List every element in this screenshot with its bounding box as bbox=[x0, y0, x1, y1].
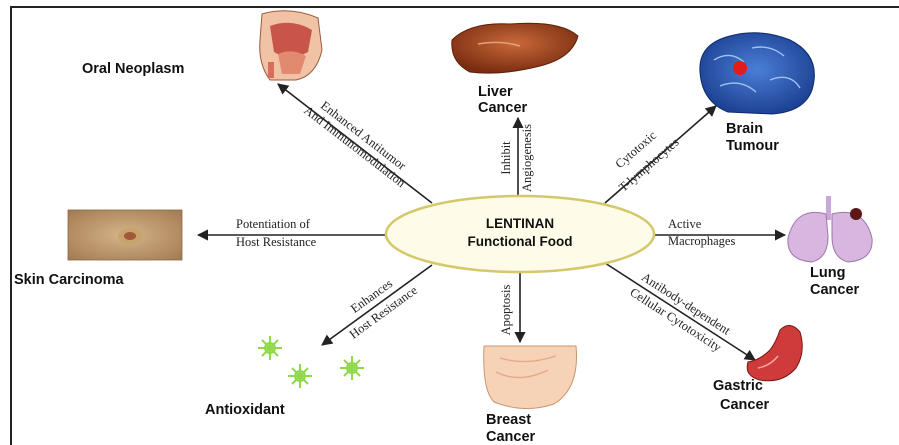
mechanism-skin-line2: Host Resistance bbox=[236, 235, 317, 249]
mechanism-oral: Enhanced Antitumor And Immunomodulation bbox=[301, 92, 417, 190]
mechanism-liver-line2: Angiogenesis bbox=[520, 124, 534, 192]
mechanism-skin-line1: Potentiation of bbox=[236, 217, 311, 231]
breast-illustration bbox=[484, 346, 577, 409]
mechanism-lung: Active Macrophages bbox=[668, 217, 735, 248]
lung-cancer-label-line2: Cancer bbox=[810, 282, 860, 298]
skin-illustration bbox=[68, 210, 182, 260]
gastric-cancer-label-line2: Cancer bbox=[720, 397, 770, 413]
brain-tumour-label-line1: Brain bbox=[726, 121, 763, 137]
gastric-cancer-label-line1: Gastric bbox=[713, 378, 763, 394]
brain-tumour-label-line2: Tumour bbox=[726, 138, 779, 154]
mechanism-breast: Apoptosis bbox=[499, 285, 513, 336]
antioxidant-label: Antioxidant bbox=[205, 402, 285, 418]
mechanism-liver-line1: Inhibit bbox=[499, 141, 513, 175]
liver-cancer-label-line2: Cancer bbox=[478, 100, 528, 116]
skin-carcinoma-label: Skin Carcinoma bbox=[14, 272, 125, 288]
oral-neoplasm-illustration bbox=[260, 11, 322, 80]
lung-illustration bbox=[788, 196, 872, 262]
mechanism-liver: Inhibit Angiogenesis bbox=[499, 124, 534, 192]
brain-illustration bbox=[700, 33, 814, 114]
mechanism-skin: Potentiation of Host Resistance bbox=[236, 217, 317, 249]
mechanism-lung-line1: Active bbox=[668, 217, 702, 231]
liver-cancer-label-line1: Liver bbox=[478, 84, 513, 100]
center-subtitle: Functional Food bbox=[468, 234, 573, 249]
mechanism-brain: Cytotoxic T-lymphocytes bbox=[603, 120, 682, 195]
stomach-illustration bbox=[747, 325, 802, 380]
lung-cancer-label-line1: Lung bbox=[810, 265, 845, 281]
mechanism-lung-line2: Macrophages bbox=[668, 234, 735, 248]
center-title: LENTINAN bbox=[486, 216, 554, 231]
liver-illustration bbox=[452, 23, 578, 73]
mechanism-breast-line1: Apoptosis bbox=[499, 285, 513, 336]
arrow-antioxidant bbox=[322, 265, 432, 345]
mechanism-oral-line2: And Immunomodulation bbox=[301, 103, 408, 190]
breast-cancer-label-line1: Breast bbox=[486, 412, 531, 428]
antioxidant-illustration bbox=[258, 336, 364, 388]
arrow-gastric bbox=[605, 263, 755, 360]
oral-neoplasm-label: Oral Neoplasm bbox=[82, 61, 184, 77]
breast-cancer-label-line2: Cancer bbox=[486, 429, 536, 445]
